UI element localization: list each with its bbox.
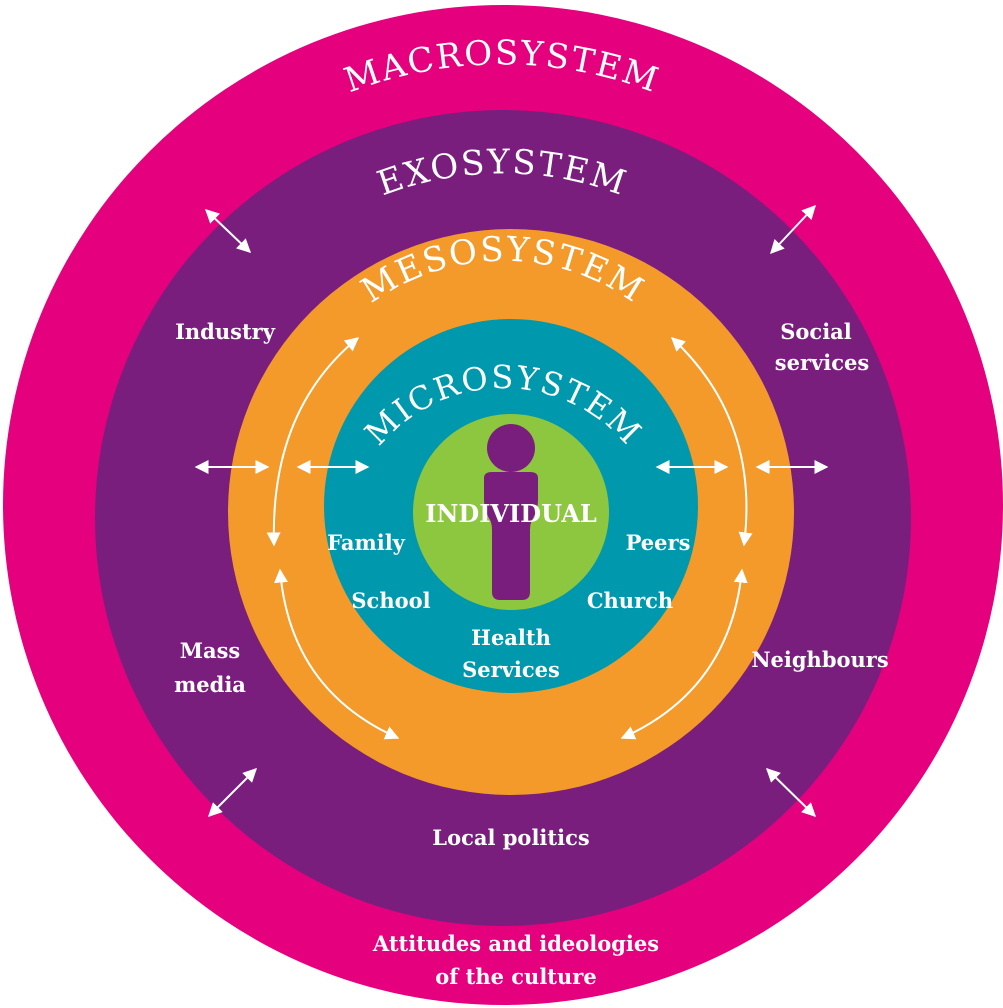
attitudes-label-line1: Attitudes and ideologies: [372, 931, 659, 956]
double-arrow-icon: [770, 204, 816, 255]
mass-media-label-line1: Mass: [180, 638, 241, 663]
attitudes-label-line2: of the culture: [435, 964, 596, 989]
double-arrow-icon: [208, 768, 257, 817]
family-label: Family: [327, 530, 406, 555]
industry-label: Industry: [175, 319, 276, 344]
social-services-label-line2: services: [775, 350, 869, 375]
double-arrow-icon: [204, 209, 252, 253]
school-label: School: [351, 588, 430, 613]
double-arrow-icon: [620, 568, 748, 740]
double-arrow-icon: [274, 568, 400, 740]
social-services-label-line1: Social: [780, 319, 852, 344]
local-politics-label: Local politics: [432, 825, 589, 850]
person-icon: [484, 424, 538, 600]
health-label-line2: Services: [462, 657, 560, 682]
church-label: Church: [587, 588, 673, 613]
neighbours-label: Neighbours: [751, 647, 888, 672]
double-arrow-icon: [266, 337, 360, 547]
health-label-line1: Health: [471, 625, 551, 650]
double-arrow-icon: [765, 768, 817, 817]
mass-media-label-line2: media: [174, 672, 246, 697]
individual-label: INDIVIDUAL: [425, 499, 597, 528]
peers-label: Peers: [626, 530, 691, 555]
double-arrow-icon: [670, 337, 753, 547]
